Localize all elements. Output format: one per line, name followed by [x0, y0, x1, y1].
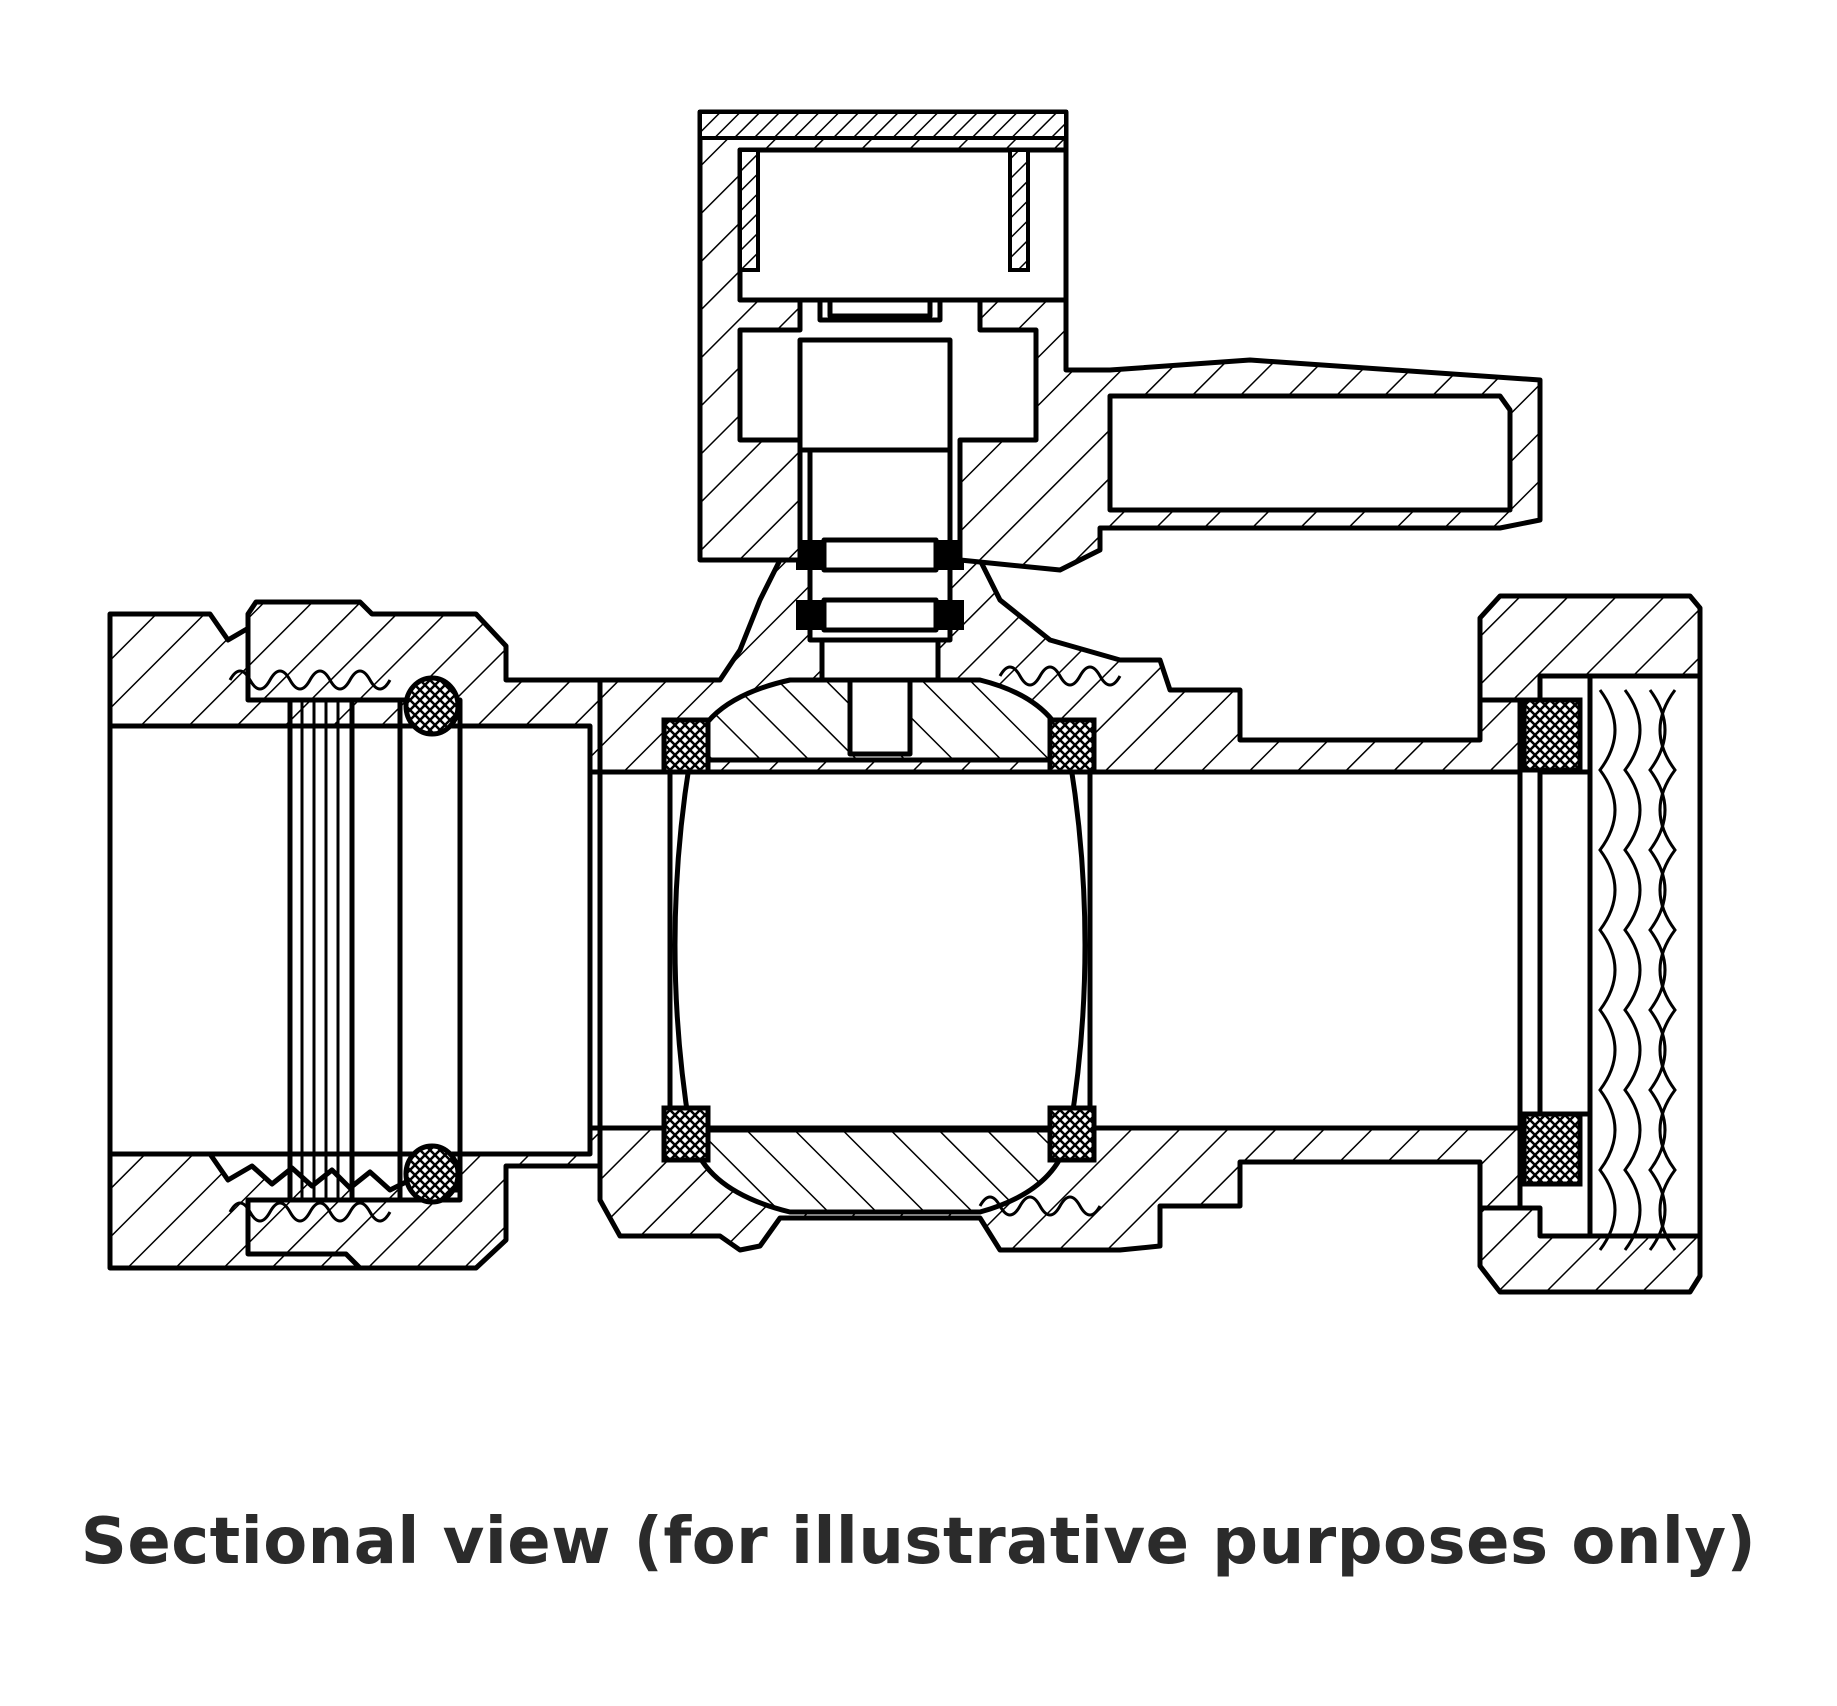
diagram-caption: Sectional view (for illustrative purpose… — [80, 1505, 1757, 1579]
right-female-thread — [1587, 673, 1703, 1251]
body-threads-bottom — [978, 1195, 1102, 1217]
body-threads-top — [998, 665, 1122, 687]
left-o-rings — [403, 675, 461, 1205]
valve-handle — [697, 109, 1543, 573]
right-union-nut — [1477, 593, 1703, 1295]
valve-bore — [597, 769, 1523, 1131]
left-threads — [228, 669, 392, 1223]
left-bore — [107, 700, 593, 1200]
valve-stem — [796, 337, 964, 757]
ball-seats — [661, 717, 1097, 1163]
ball-valve-sectional-diagram — [107, 109, 1703, 1295]
